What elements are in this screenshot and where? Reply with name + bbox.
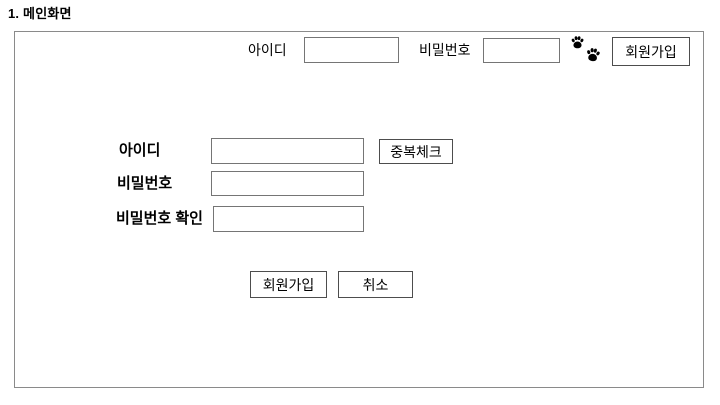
- page-title: 1. 메인화면: [8, 6, 72, 21]
- login-id-input[interactable]: [304, 37, 399, 63]
- login-password-input[interactable]: [483, 38, 560, 63]
- login-id-label: 아이디: [248, 42, 287, 58]
- form-password-label: 비밀번호: [117, 175, 173, 192]
- paw-icon: [585, 47, 601, 63]
- form-id-input[interactable]: [211, 138, 364, 164]
- form-password-confirm-input[interactable]: [213, 206, 364, 232]
- main-screen-frame: 아이디 비밀번호 회원가입 아이디 중복체크 비밀번호 비밀번호 확인 회원가입…: [14, 31, 704, 388]
- duplicate-check-button[interactable]: 중복체크: [379, 139, 453, 164]
- form-password-confirm-label: 비밀번호 확인: [116, 210, 203, 227]
- form-cancel-button[interactable]: 취소: [338, 271, 413, 298]
- paw-icon: [571, 36, 584, 49]
- login-password-label: 비밀번호: [419, 42, 471, 58]
- form-password-input[interactable]: [211, 171, 364, 196]
- form-id-label: 아이디: [119, 142, 161, 159]
- login-signup-button[interactable]: 회원가입: [612, 37, 690, 66]
- form-signup-button[interactable]: 회원가입: [250, 271, 327, 298]
- paw-prints-icon: [567, 34, 605, 66]
